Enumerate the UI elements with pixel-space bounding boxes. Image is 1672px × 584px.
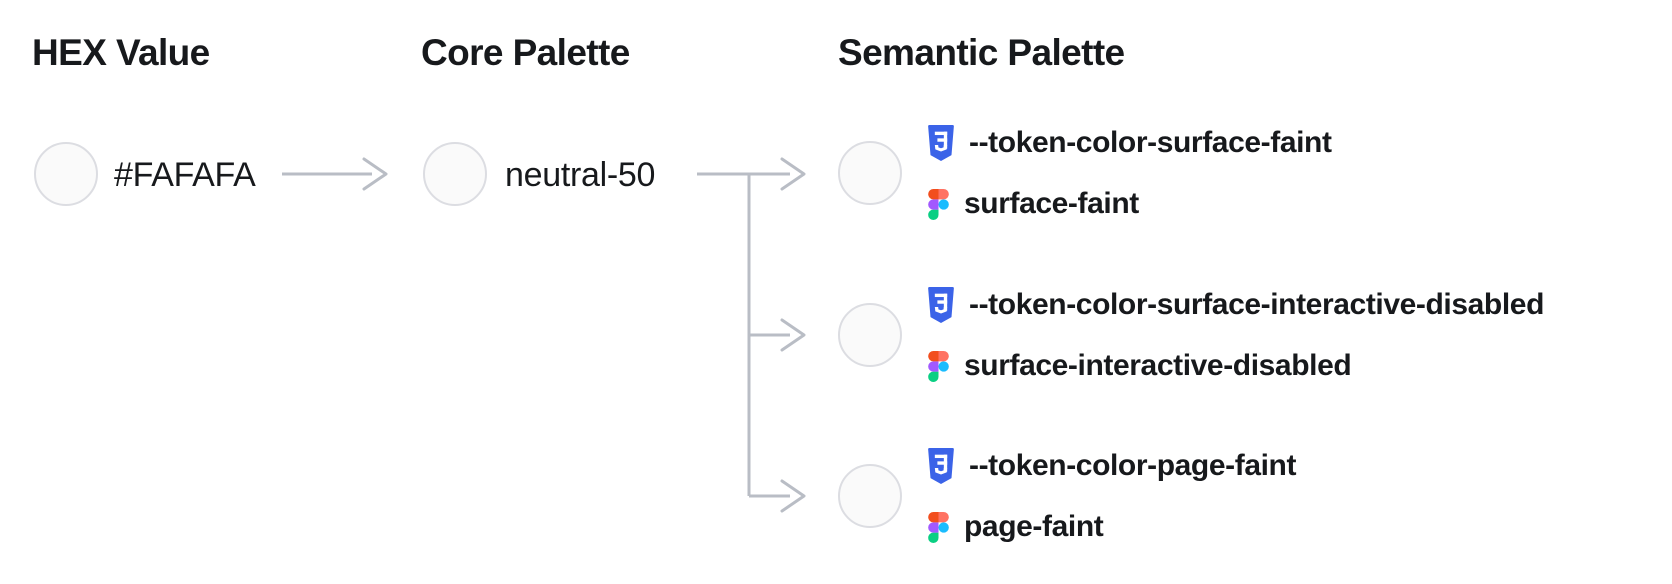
figma-style-line: surface-faint [928, 187, 1332, 221]
css-variable-line: --token-color-page-faint [928, 448, 1296, 484]
semantic-color-swatch [838, 303, 902, 367]
css-variable-name: --token-color-page-faint [969, 449, 1297, 482]
semantic-color-swatch [838, 141, 902, 205]
column-heading-semantic-palette: Semantic Palette [838, 32, 1125, 73]
css-variable-name: --token-color-surface-interactive-disabl… [969, 288, 1544, 321]
css3-shield-icon [928, 287, 954, 323]
column-heading-hex-value: HEX Value [32, 32, 210, 73]
figma-style-name: page-faint [964, 510, 1104, 543]
figma-logo-icon [928, 511, 949, 543]
figma-style-name: surface-faint [964, 187, 1139, 220]
semantic-token-entry: --token-color-page-faint page-faint [928, 448, 1296, 544]
figma-logo-icon [928, 188, 949, 220]
figma-style-line: surface-interactive-disabled [928, 349, 1544, 383]
css-variable-name: --token-color-surface-faint [969, 126, 1332, 159]
css3-shield-icon [928, 125, 954, 161]
core-color-swatch [423, 142, 487, 206]
core-token-label: neutral-50 [505, 156, 656, 194]
figma-style-name: surface-interactive-disabled [964, 349, 1352, 382]
hex-color-swatch [34, 142, 98, 206]
branch-connector-core-to-semantic [697, 157, 806, 513]
semantic-token-entry: --token-color-surface-faint surface-fain… [928, 125, 1332, 221]
arrow-hex-to-core [282, 157, 388, 191]
column-heading-core-palette: Core Palette [421, 32, 630, 73]
figma-logo-icon [928, 350, 949, 382]
css3-shield-icon [928, 448, 954, 484]
semantic-color-swatch [838, 464, 902, 528]
hex-value-label: #FAFAFA [114, 156, 256, 194]
css-variable-line: --token-color-surface-interactive-disabl… [928, 287, 1544, 323]
figma-style-line: page-faint [928, 510, 1296, 544]
css-variable-line: --token-color-surface-faint [928, 125, 1332, 161]
semantic-token-entry: --token-color-surface-interactive-disabl… [928, 287, 1544, 383]
